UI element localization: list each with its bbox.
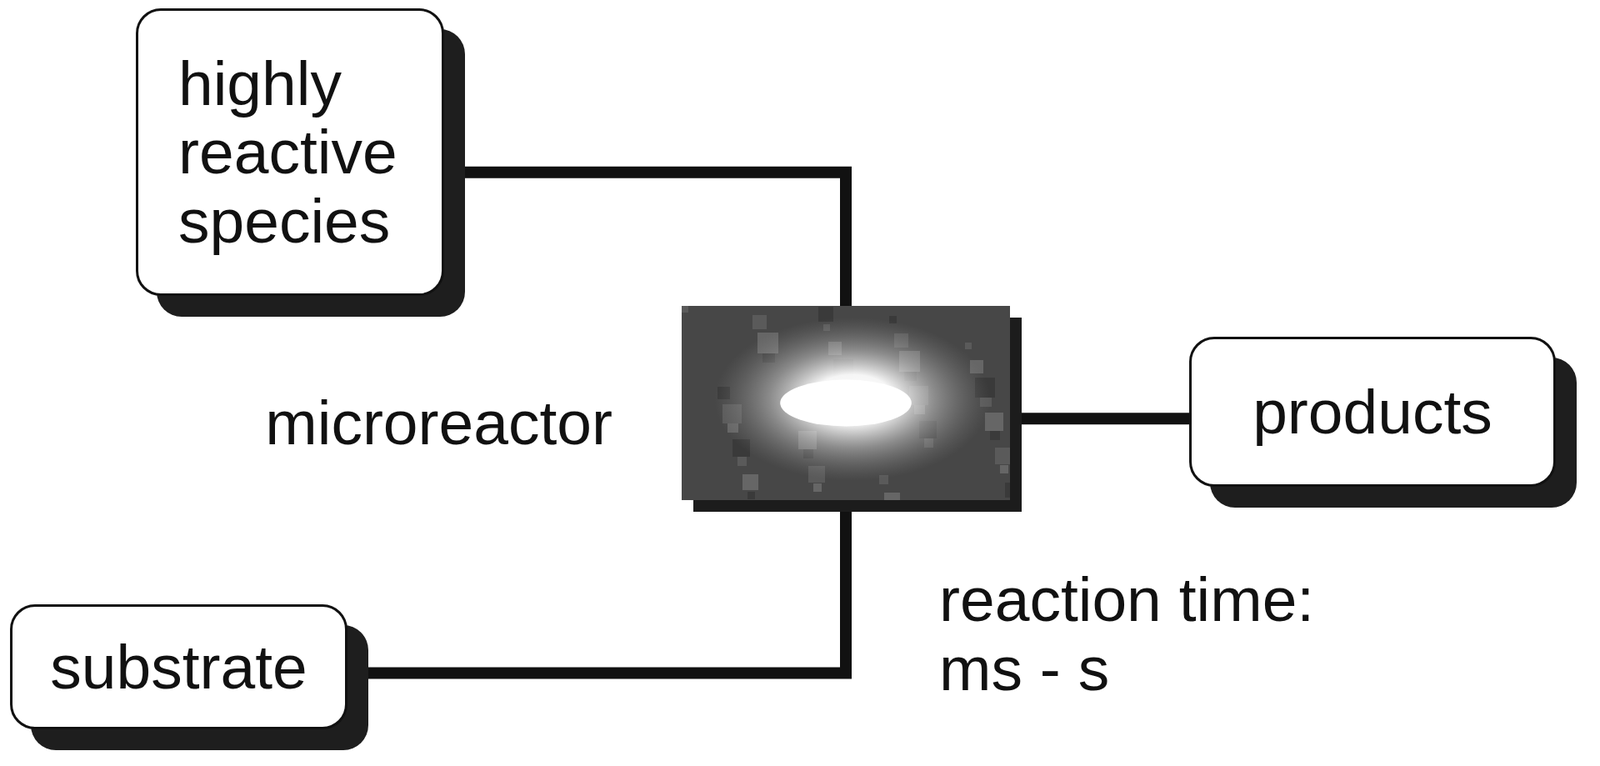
reactor-glow [681, 305, 1010, 500]
box-text: highly reactive species [178, 49, 414, 256]
process-box: products [1189, 336, 1556, 487]
connector-line [444, 172, 846, 306]
connector-line [1010, 412, 1190, 425]
process-box: substrate [10, 604, 348, 730]
note-text: reaction time: ms - s [939, 565, 1348, 703]
microreactor-image: microreactor [681, 305, 1010, 500]
box-text: substrate [50, 632, 308, 702]
reactor-label: microreactor [265, 388, 613, 458]
connector-line [347, 500, 846, 674]
process-box: highly reactive species [135, 8, 445, 296]
box-text: products [1252, 377, 1493, 447]
